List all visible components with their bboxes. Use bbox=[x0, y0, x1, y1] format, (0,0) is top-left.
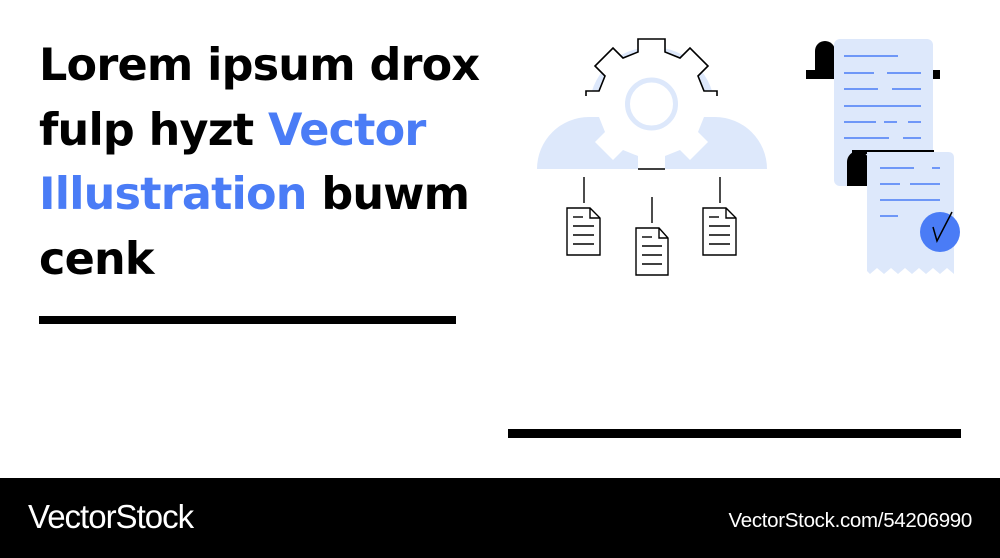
document-icon bbox=[566, 207, 601, 256]
headline-text-end: buwm cenk bbox=[39, 169, 470, 285]
connector-lines bbox=[583, 177, 721, 223]
receipt-icon bbox=[847, 150, 954, 274]
illustration bbox=[537, 38, 960, 276]
brand-logo: VectorStock bbox=[28, 498, 194, 535]
divider-right bbox=[508, 429, 961, 438]
divider-left bbox=[39, 316, 456, 324]
headline-accent: Vector Illustration bbox=[39, 104, 426, 221]
checkmark-badge-icon bbox=[920, 211, 960, 252]
footer-bar: VectorStock VectorStock.com/54206990 bbox=[0, 478, 1000, 558]
image-reference: VectorStock.com/54206990 bbox=[728, 509, 972, 532]
headline-text-start: Lorem ipsum drox fulp hyzt bbox=[39, 40, 480, 156]
document-icon bbox=[635, 227, 669, 276]
document-icon bbox=[702, 207, 737, 256]
scroll-icon bbox=[806, 39, 940, 186]
gear-icon bbox=[585, 38, 718, 170]
headline: Lorem ipsum drox fulp hyzt Vector Illust… bbox=[39, 34, 509, 292]
